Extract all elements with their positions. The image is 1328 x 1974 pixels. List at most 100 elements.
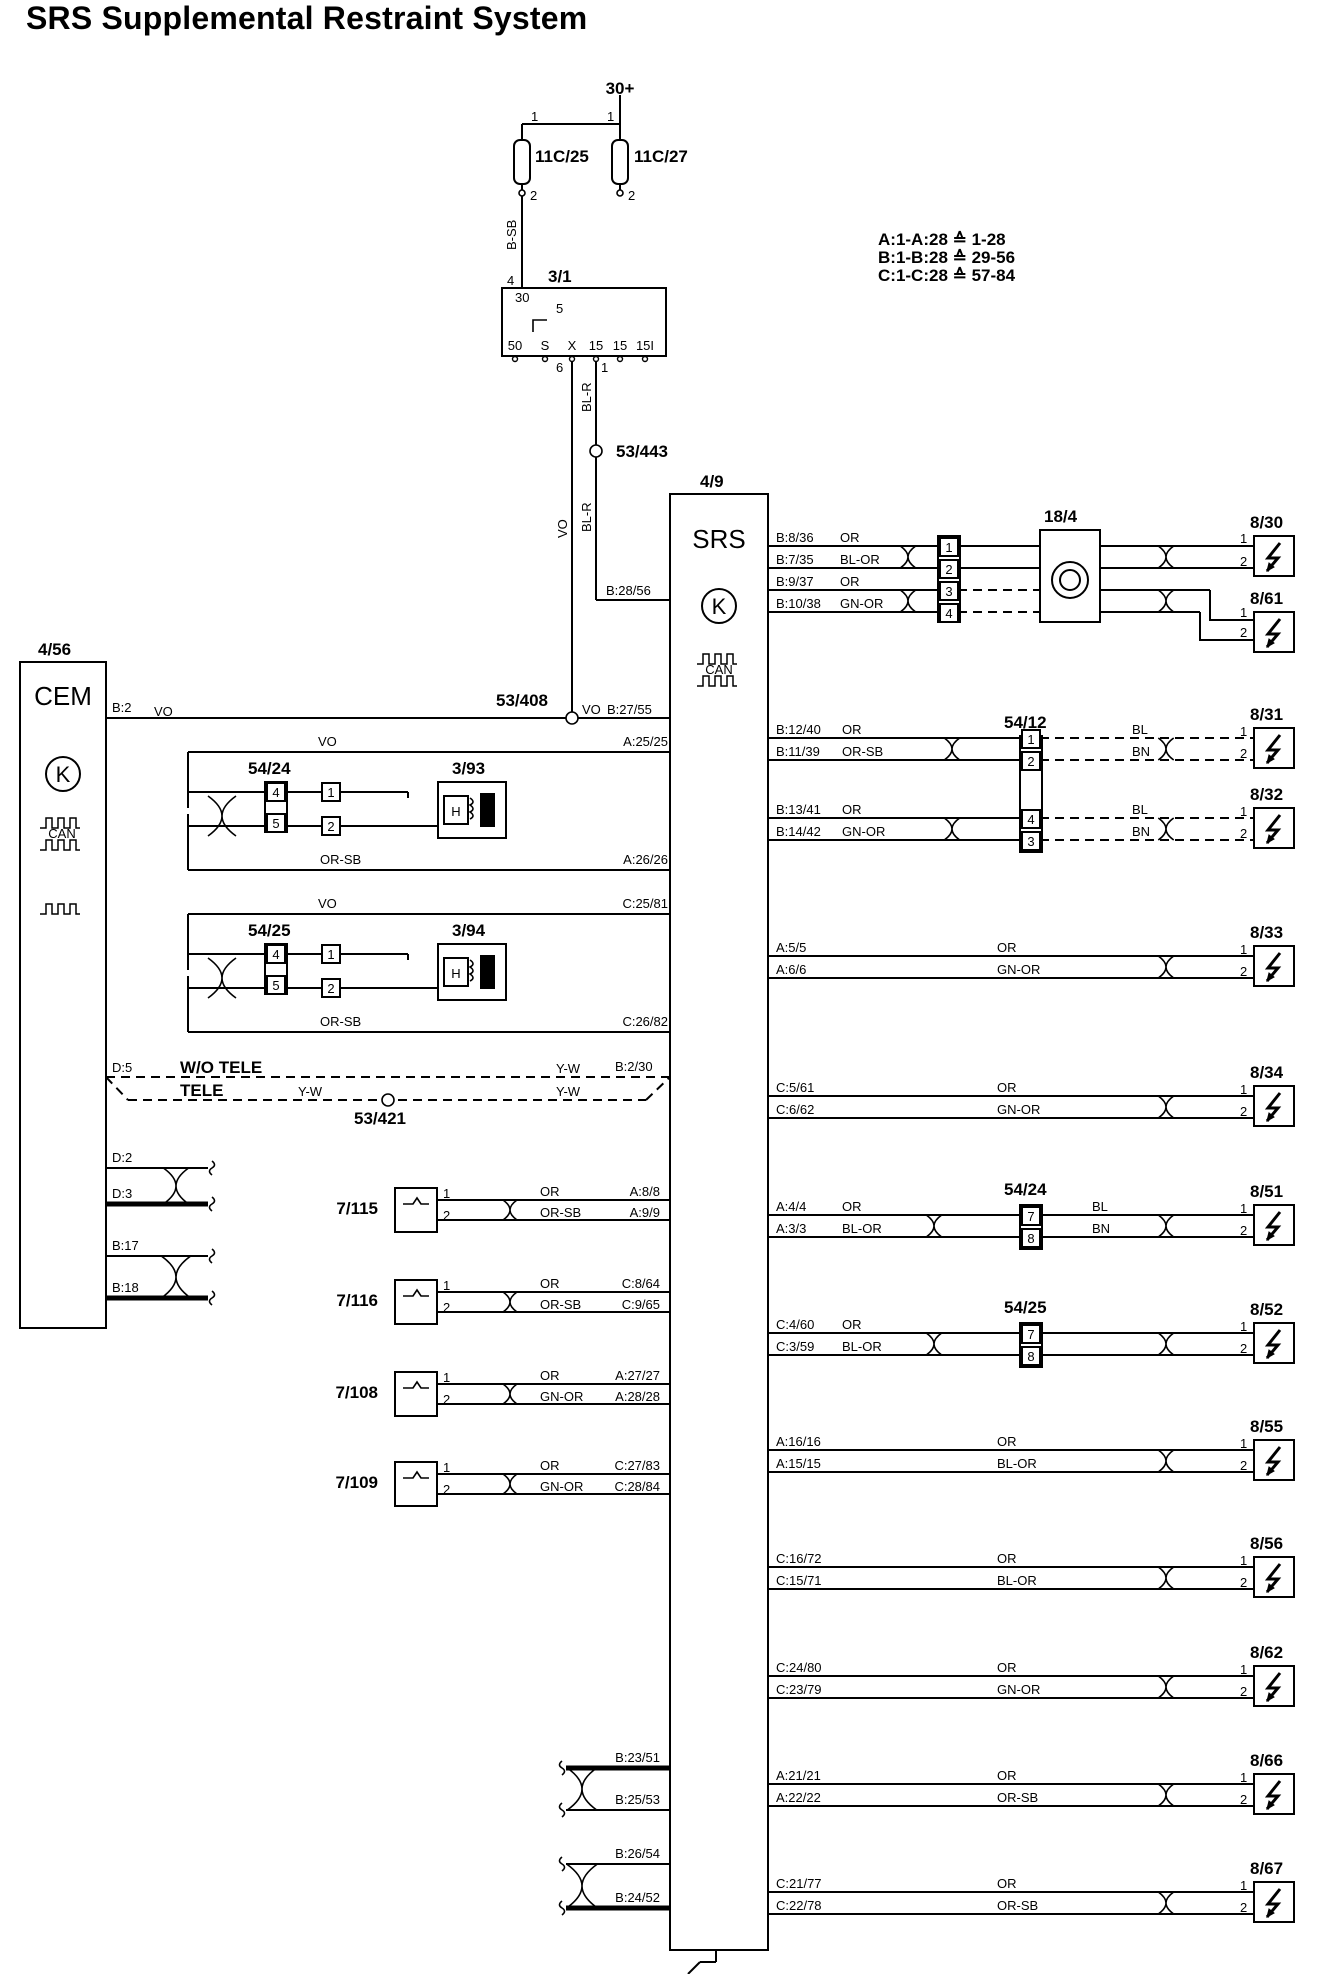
pin-label: A:25/25 — [623, 734, 668, 749]
connector-pin-label: 1 — [327, 785, 334, 800]
connector-pin-label: 4 — [272, 947, 279, 962]
pretensioner-label: 7/109 — [335, 1473, 378, 1492]
wire-color-label: GN-OR — [842, 824, 885, 839]
component-label: 18/4 — [1044, 507, 1078, 526]
connector-pin — [939, 581, 959, 601]
wire-color-label: OR — [997, 1434, 1017, 1449]
lightning-icon — [1264, 1446, 1282, 1476]
cut-wire-end — [558, 1900, 566, 1916]
connector-pin-label: 2 — [1027, 754, 1034, 769]
lightning-icon — [1264, 1780, 1282, 1810]
pin-label: 2 — [1240, 1684, 1247, 1699]
pin-label: 2 — [443, 1300, 450, 1315]
pin-label: 1 — [1240, 1878, 1247, 1893]
srs-module-4-9 — [669, 493, 769, 1951]
lightning-arrow — [1266, 1908, 1275, 1919]
connector-pin-label: 8 — [1027, 1231, 1034, 1246]
lightning-icon — [1264, 618, 1282, 648]
wire-color-label: BL-OR — [840, 552, 880, 567]
connector-pin — [939, 537, 959, 557]
pin-label: B:27/55 — [607, 702, 652, 717]
wire-color-label: BL — [1132, 802, 1148, 817]
pin-label: C:23/79 — [776, 1682, 822, 1697]
pin-label: C:4/60 — [776, 1317, 814, 1332]
wire-color-label: VO — [582, 702, 601, 717]
can-wave-top — [40, 817, 80, 829]
twist-marker — [1157, 1095, 1175, 1119]
pin-label: 1 — [531, 109, 538, 124]
wire-color-label: VO — [555, 519, 570, 538]
connector-pin-label: 8 — [1027, 1349, 1034, 1364]
wire-color-label: GN-OR — [540, 1389, 583, 1404]
wire-color-label: BL-R — [579, 502, 594, 532]
lightning-arrow — [1266, 1583, 1275, 1594]
pin-label: B:2/30 — [615, 1059, 653, 1074]
components — [19, 139, 1295, 1951]
lightning-icon — [1264, 1672, 1282, 1702]
squib-8-67 — [1253, 1881, 1295, 1923]
lightning-icon — [1264, 1211, 1282, 1241]
squib-8-30 — [1253, 535, 1295, 577]
pretensioner-label: 7/115 — [336, 1199, 378, 1218]
pin-label: 2 — [628, 188, 635, 203]
tele-label: TELE — [180, 1081, 223, 1100]
wire-tele — [105, 1076, 129, 1101]
cut-wire-end — [208, 1160, 216, 1176]
wire-color-label: Y-W — [298, 1084, 323, 1099]
pretensioner-7-116 — [394, 1279, 438, 1325]
wire-color-label: BN — [1132, 824, 1150, 839]
wire-color-label: BL-OR — [842, 1339, 882, 1354]
twist-marker — [502, 1199, 518, 1221]
switch-term: X — [568, 338, 577, 353]
pin-label: 2 — [1240, 1900, 1247, 1915]
pin-label: 4 — [507, 273, 514, 288]
component-label: 8/30 — [1250, 513, 1283, 532]
pin-label: 2 — [1240, 746, 1247, 761]
wires — [105, 95, 1254, 1974]
wire-tele — [645, 1076, 671, 1101]
wire-color-label: OR — [540, 1276, 560, 1291]
component-label: 8/51 — [1250, 1182, 1283, 1201]
sensor-label: 3/93 — [452, 759, 485, 778]
pin-label: 1 — [1240, 724, 1247, 739]
pin-label: 1 — [1240, 942, 1247, 957]
wire-color-label: OR — [997, 1768, 1017, 1783]
pin-label: B:17 — [112, 1238, 139, 1253]
sensor-h-box — [443, 957, 469, 987]
labels: A:1-A:28 ≙ 1-28B:1-B:28 ≙ 29-56C:1-C:28 … — [34, 79, 1284, 1915]
cut-wire-end — [208, 1196, 216, 1212]
wire-color-label: OR — [842, 1317, 862, 1332]
cem-module-4-56 — [19, 661, 107, 1329]
k-letter: K — [712, 594, 727, 619]
wire-color-label: VO — [154, 704, 173, 719]
pin-label: 2 — [443, 1482, 450, 1497]
twist-marker — [943, 817, 961, 841]
fuse-terminal — [616, 189, 624, 197]
pin-label: 1 — [1240, 531, 1247, 546]
wire-color-label: OR — [840, 530, 860, 545]
wire-color-label: Y-W — [556, 1061, 581, 1076]
cut-wire-end — [208, 1248, 216, 1264]
component-label: 8/34 — [1250, 1063, 1284, 1082]
wire-color-label: VO — [318, 896, 337, 911]
buckle-icon-inner — [1059, 569, 1081, 591]
pin-label: C:8/64 — [622, 1276, 660, 1291]
lightning-icon — [1264, 814, 1282, 844]
pin-label: A:4/4 — [776, 1199, 806, 1214]
pin-label: A:27/27 — [615, 1368, 660, 1383]
module-name: SRS — [692, 524, 745, 554]
switch-term: 15I — [636, 338, 654, 353]
ground-lead — [687, 1961, 701, 1974]
lightning-icon — [1264, 542, 1282, 572]
cut-wire-end — [208, 1290, 216, 1306]
signal-wave-icon — [40, 903, 80, 915]
twist-marker — [1157, 1566, 1175, 1590]
splice-53-408 — [565, 711, 579, 725]
pin-label: B:11/39 — [776, 744, 820, 759]
wire-color-label: OR — [997, 1080, 1017, 1095]
switch-terminal-dot — [541, 355, 549, 363]
twist-marker — [207, 957, 237, 999]
wire-color-label: OR — [540, 1368, 560, 1383]
switch-inner: 5 — [556, 301, 563, 316]
connector-pin-label: 7 — [1027, 1209, 1034, 1224]
